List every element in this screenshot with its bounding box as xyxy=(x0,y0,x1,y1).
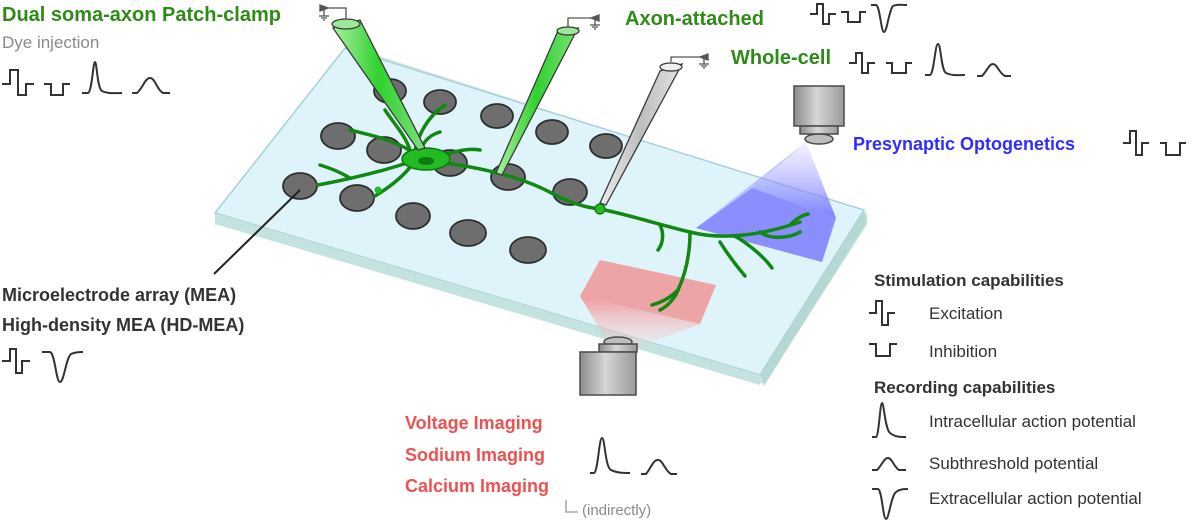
microscope-objective-top xyxy=(793,85,845,145)
optogenetic-light-cone xyxy=(696,142,836,262)
legend-intracellular: Intracellular action potential xyxy=(929,412,1136,431)
indirectly-bracket xyxy=(565,500,578,513)
axon-attached-label: Axon-attached xyxy=(625,8,764,30)
intracellular-spike-icon xyxy=(590,436,631,474)
legend-excitation: Excitation xyxy=(929,304,1003,323)
excitation-pulse-icon xyxy=(2,69,34,96)
indirectly-label: (indirectly) xyxy=(582,502,652,519)
imaging-light-cone xyxy=(580,260,716,346)
whole-cell-label: Whole-cell xyxy=(731,47,832,69)
inhibition-pulse-icon xyxy=(1160,142,1186,156)
patch-clamp-label: Dual soma-axon Patch-clamp xyxy=(2,4,281,26)
stimulation-title: Stimulation capabilities xyxy=(874,271,1064,290)
electrode xyxy=(509,236,547,264)
excitation-pulse-icon xyxy=(849,52,875,74)
legend-inhibition: Inhibition xyxy=(929,342,998,361)
pipette-wiring xyxy=(319,4,709,69)
electrode xyxy=(395,202,431,230)
electrode xyxy=(366,136,402,164)
extracellular-spike-icon xyxy=(871,3,908,34)
dye-injection-label: Dye injection xyxy=(2,33,100,52)
hd-mea-label: High-density MEA (HD-MEA) xyxy=(2,315,245,335)
excitation-pulse-icon xyxy=(2,348,30,374)
waveforms xyxy=(2,3,1186,521)
patch-pipette-soma xyxy=(331,18,426,151)
sodium-imaging-label: Sodium Imaging xyxy=(405,445,546,465)
inhibition-pulse-icon xyxy=(869,343,897,357)
legend-extracellular: Extracellular action potential xyxy=(929,489,1142,508)
electrode xyxy=(589,133,623,159)
intracellular-spike-icon xyxy=(82,60,123,95)
electrode xyxy=(449,219,487,247)
electrode xyxy=(480,103,514,129)
mea-electrodes xyxy=(282,78,623,264)
intracellular-spike-icon xyxy=(925,42,966,77)
mea-pointer-line xyxy=(213,189,301,275)
extracellular-spike-icon xyxy=(42,351,84,384)
voltage-imaging-label: Voltage Imaging xyxy=(405,413,543,433)
extracellular-spike-icon xyxy=(872,488,909,521)
neuron-soma xyxy=(374,147,606,215)
intracellular-spike-icon xyxy=(872,401,907,438)
subthreshold-bump-icon xyxy=(641,458,677,475)
subthreshold-bump-icon xyxy=(872,456,906,471)
subthreshold-bump-icon xyxy=(977,62,1011,77)
electrode xyxy=(423,89,457,115)
microscope-objective-bottom xyxy=(579,336,638,396)
electrode xyxy=(535,119,569,145)
inhibition-pulse-icon xyxy=(44,83,70,96)
patch-pipette-axon xyxy=(495,26,580,176)
legend-subthreshold: Subthreshold potential xyxy=(929,454,1099,473)
inhibition-pulse-icon xyxy=(886,62,912,74)
electrode xyxy=(320,122,356,150)
excitation-pulse-icon xyxy=(1123,130,1149,156)
excitation-pulse-icon xyxy=(810,3,836,25)
recording-title: Recording capabilities xyxy=(874,378,1056,397)
electrode xyxy=(339,184,375,212)
optogenetics-label: Presynaptic Optogenetics xyxy=(853,134,1076,154)
subthreshold-bump-icon xyxy=(132,76,170,94)
calcium-imaging-label: Calcium Imaging xyxy=(405,476,550,496)
inhibition-pulse-icon xyxy=(841,11,866,23)
mea-label: Microelectrode array (MEA) xyxy=(2,285,237,305)
electrode xyxy=(282,172,318,200)
patch-pipette-whole-cell xyxy=(599,62,684,206)
excitation-pulse-icon xyxy=(869,300,895,326)
